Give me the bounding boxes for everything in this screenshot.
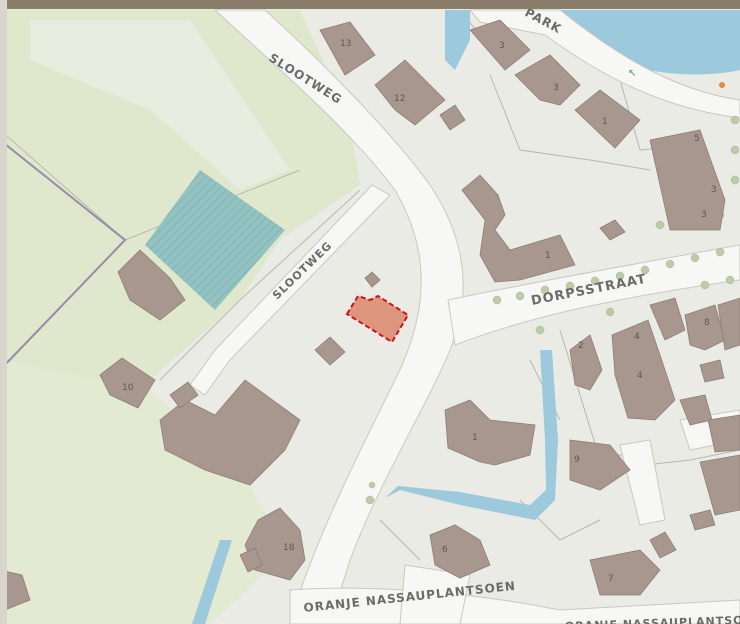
hatched-field xyxy=(145,170,285,310)
house-number: 1 xyxy=(602,117,608,127)
house-number: 3 xyxy=(499,41,505,51)
roads xyxy=(189,9,740,624)
house-number: 3 xyxy=(711,185,717,195)
grass-field-south xyxy=(0,360,280,624)
house-number: 4 xyxy=(634,332,640,342)
map-frame-top xyxy=(0,0,740,9)
house-number: 6 xyxy=(442,545,448,555)
grass-strip xyxy=(30,20,290,190)
park-marker-icon: ↖ xyxy=(628,68,636,79)
house-number: 10 xyxy=(122,383,134,393)
trees xyxy=(365,115,740,505)
house-number: 1 xyxy=(472,433,478,443)
house-number: 4 xyxy=(637,371,643,381)
buildings xyxy=(0,19,740,613)
house-number: 5 xyxy=(694,134,700,144)
poi-marker-icon xyxy=(719,82,725,88)
house-number: 2 xyxy=(578,341,584,351)
house-number: 8 xyxy=(704,318,710,328)
map-frame-left xyxy=(0,0,7,624)
boundary-line xyxy=(0,139,127,371)
highlighted-plot[interactable] xyxy=(345,294,410,344)
water xyxy=(192,10,740,624)
house-number: 13 xyxy=(340,39,351,49)
house-number: 3 xyxy=(701,210,707,220)
house-number: 1 xyxy=(545,251,551,261)
street-label-oranje-nassau-2: ORANJE NASSAUPLANTSOEN xyxy=(565,613,740,624)
house-number: 3 xyxy=(553,83,559,93)
house-number: 12 xyxy=(394,94,405,104)
house-number: 9 xyxy=(574,455,580,465)
house-numbers: 13 12 3 3 1 5 3 3 1 2 4 4 8 10 1 9 18 6 … xyxy=(122,39,717,584)
house-number: 7 xyxy=(608,574,614,584)
house-number: 18 xyxy=(283,543,295,553)
